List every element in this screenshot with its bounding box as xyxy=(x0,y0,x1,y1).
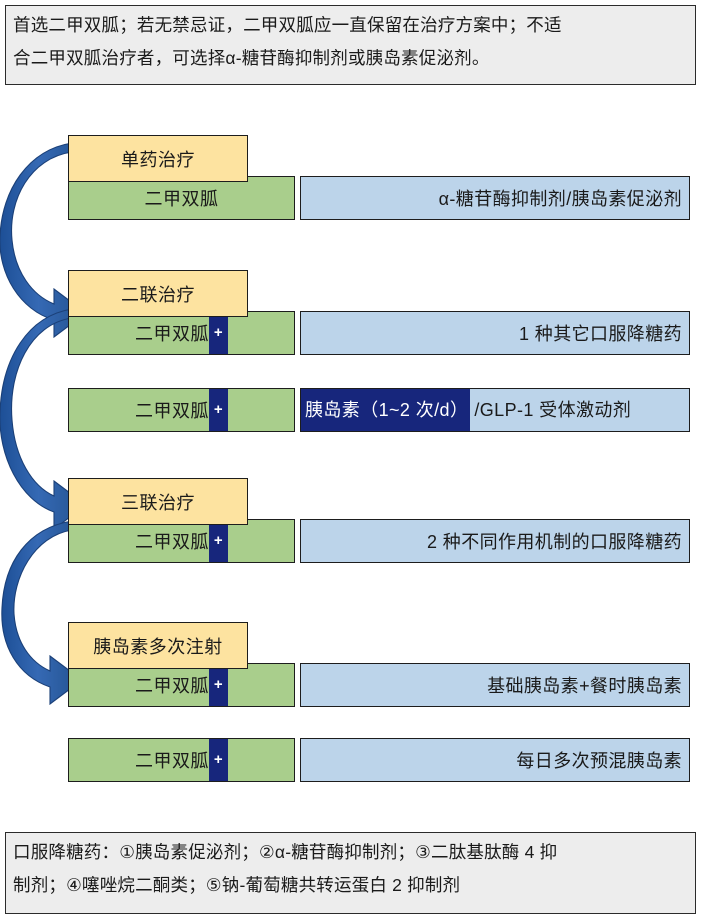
stage-title-dual: 二联治疗 xyxy=(68,270,248,317)
option-box-insulin-1: 基础胰岛素+餐时胰岛素 xyxy=(300,663,690,707)
therapy-row-insulin-1: 二甲双胍+ 基础胰岛素+餐时胰岛素 xyxy=(0,663,701,707)
metformin-label: 二甲双胍 xyxy=(135,532,209,552)
metformin-box: 二甲双胍+ xyxy=(68,663,295,707)
footer-note-box: 口服降糖药：①胰岛素促泌剂；②α-糖苷酶抑制剂；③二肽基肽酶 4 抑 制剂；④噻… xyxy=(5,832,696,914)
metformin-label: 二甲双胍 xyxy=(144,189,219,209)
glp1-label: /GLP-1 受体激动剂 xyxy=(474,400,632,420)
plus-icon: + xyxy=(209,739,228,781)
metformin-box: 二甲双胍+ xyxy=(68,311,295,355)
therapy-row-mono-1: 二甲双胍 α-糖苷酶抑制剂/胰岛素促泌剂 xyxy=(0,176,701,220)
therapy-row-insulin-2: 二甲双胍+ 每日多次预混胰岛素 xyxy=(0,738,701,782)
option-box-triple-1: 2 种不同作用机制的口服降糖药 xyxy=(300,519,690,563)
plus-icon: + xyxy=(209,520,228,562)
metformin-label: 二甲双胍 xyxy=(135,676,209,696)
footer-note-line-1: 口服降糖药：①胰岛素促泌剂；②α-糖苷酶抑制剂；③二肽基肽酶 4 抑 xyxy=(13,842,558,862)
header-note-line-1: 首选二甲双胍；若无禁忌证，二甲双胍应一直保留在治疗方案中；不适 xyxy=(13,15,562,35)
metformin-box: 二甲双胍+ xyxy=(68,519,295,563)
metformin-box: 二甲双胍 xyxy=(68,176,295,220)
metformin-label: 二甲双胍 xyxy=(135,751,209,771)
stage-title-triple: 三联治疗 xyxy=(68,478,248,525)
metformin-label: 二甲双胍 xyxy=(135,324,209,344)
footer-note-line-2: 制剂；④噻唑烷二酮类；⑤钠-葡萄糖共转运蛋白 2 抑制剂 xyxy=(13,875,461,895)
metformin-label: 二甲双胍 xyxy=(135,401,209,421)
insulin-highlight-label: 胰岛素（1~2 次/d） xyxy=(301,389,471,431)
option-box-insulin-2: 每日多次预混胰岛素 xyxy=(300,738,690,782)
stage-title-insulin: 胰岛素多次注射 xyxy=(68,622,248,669)
metformin-box: 二甲双胍+ xyxy=(68,388,295,432)
therapy-row-dual-2: 二甲双胍+ 胰岛素（1~2 次/d）/GLP-1 受体激动剂 xyxy=(0,388,701,432)
therapy-row-dual-1: 二甲双胍+ 1 种其它口服降糖药 xyxy=(0,311,701,355)
stage-title-monotherapy: 单药治疗 xyxy=(68,135,248,182)
header-note-line-2: 合二甲双胍治疗者，可选择α-糖苷酶抑制剂或胰岛素促泌剂。 xyxy=(13,48,490,68)
plus-icon: + xyxy=(209,664,228,706)
header-note-box: 首选二甲双胍；若无禁忌证，二甲双胍应一直保留在治疗方案中；不适 合二甲双胍治疗者… xyxy=(5,5,696,85)
metformin-box: 二甲双胍+ xyxy=(68,738,295,782)
flow-arrow-entry xyxy=(18,124,74,174)
plus-icon: + xyxy=(209,312,228,354)
option-box-mono-1: α-糖苷酶抑制剂/胰岛素促泌剂 xyxy=(300,176,690,220)
option-box-dual-2: 胰岛素（1~2 次/d）/GLP-1 受体激动剂 xyxy=(300,388,690,432)
therapy-row-triple-1: 二甲双胍+ 2 种不同作用机制的口服降糖药 xyxy=(0,519,701,563)
option-box-dual-1: 1 种其它口服降糖药 xyxy=(300,311,690,355)
plus-icon: + xyxy=(209,389,228,431)
